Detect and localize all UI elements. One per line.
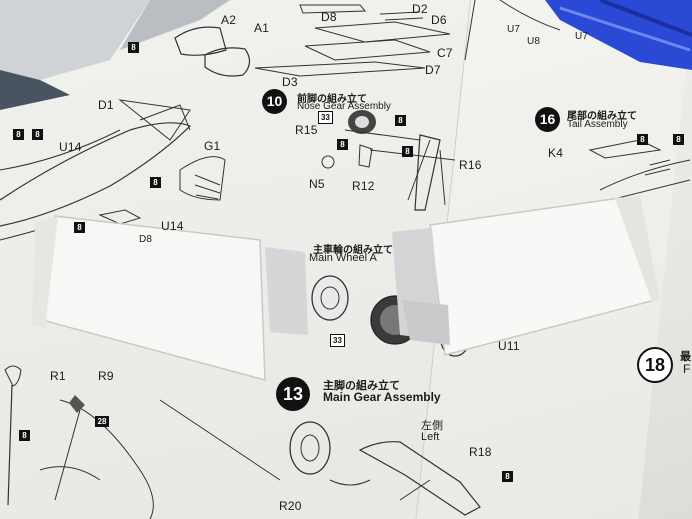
color-code-text: 33 [321, 113, 330, 122]
part-label: R15 [295, 123, 318, 137]
part-label: D8 [139, 234, 153, 245]
step-number-badge: 16 [535, 107, 560, 132]
part-label: C7 [437, 46, 453, 60]
color-code-text: 8 [153, 178, 158, 187]
color-code-box: 33 [330, 334, 345, 347]
step-title-jp: 主車輪の組み立て [313, 245, 393, 256]
step-title-jp: 尾部の組み立て [567, 111, 637, 122]
part-label: U14 [161, 219, 184, 233]
sprue-top-left [0, 0, 150, 80]
color-code-text: 8 [505, 472, 510, 481]
part-label: U14 [59, 140, 82, 154]
part-label: R20 [279, 499, 302, 513]
part-label: D8 [321, 10, 337, 24]
color-code-box: 8 [337, 139, 348, 150]
color-code-text: 8 [22, 431, 27, 440]
dark-shadow-top-left [0, 70, 70, 110]
color-code-text: 8 [640, 135, 645, 144]
step-title-jp: 最 [680, 351, 691, 363]
color-code-box: 8 [502, 471, 513, 482]
step-title-en: Nose Gear Assembly [297, 101, 391, 112]
color-code-box: 8 [74, 222, 85, 233]
fin-left-edge [32, 216, 58, 330]
part-label: R1 [50, 369, 66, 383]
side-label-jp: 左側 [421, 420, 443, 432]
part-label: A1 [254, 21, 270, 35]
part-label: D1 [98, 98, 114, 112]
fin-right [429, 197, 656, 356]
step-title-en: Main Gear Assembly [323, 390, 441, 404]
part-label: R16 [459, 158, 482, 172]
part-label: D6 [431, 13, 447, 27]
step-title-en: Tail Assembly [567, 119, 628, 130]
color-code-text: 8 [131, 43, 136, 52]
fin-right-tab-base [402, 300, 450, 345]
color-code-text: 8 [16, 130, 21, 139]
part-label: R9 [98, 369, 114, 383]
part-label: R12 [352, 179, 375, 193]
color-code-box: 8 [637, 134, 648, 145]
color-code-box: 8 [150, 177, 161, 188]
step-title-en: Main Wheel A [309, 252, 377, 264]
step-title-jp: 主脚の組み立て [323, 380, 400, 392]
step-title-jp: 前脚の組み立て [297, 94, 367, 105]
step-number-badge: 13 [276, 377, 310, 411]
color-code-text: 28 [97, 417, 107, 426]
part-label: D2 [412, 2, 428, 16]
part-label: U11 [498, 339, 520, 353]
color-code-text: 8 [398, 116, 403, 125]
part-label: U8 [527, 36, 541, 47]
color-code-box: 8 [128, 42, 139, 53]
part-label: R18 [469, 445, 492, 459]
part-label: K4 [548, 146, 564, 160]
color-code-box: 33 [318, 111, 333, 124]
fin-right-edge [615, 196, 660, 302]
color-code-box: 8 [402, 146, 413, 157]
fin-left-tab [265, 247, 308, 335]
color-code-text: 8 [405, 147, 410, 156]
part-label: N5 [309, 177, 325, 191]
part-label: G1 [204, 139, 221, 153]
part-label: U7 [507, 24, 521, 35]
color-code-text: 8 [340, 140, 345, 149]
color-code-box: 8 [19, 430, 30, 441]
side-label-en: Left [421, 431, 440, 443]
sprue-piece [120, 0, 230, 50]
color-code-box: 28 [95, 416, 109, 427]
color-code-box: 8 [395, 115, 406, 126]
color-code-text: 33 [333, 336, 342, 345]
step-title-en: F [683, 362, 691, 376]
color-code-text: 8 [77, 223, 82, 232]
color-code-box: 8 [673, 134, 684, 145]
part-label: D3 [282, 75, 298, 89]
color-code-text: 8 [35, 130, 40, 139]
color-code-box: 8 [13, 129, 24, 140]
part-label: D7 [425, 63, 441, 77]
fin-left [41, 215, 266, 381]
color-code-text: 8 [676, 135, 681, 144]
step-number-badge: 10 [262, 89, 287, 114]
step-number-badge: 18 [637, 347, 673, 383]
color-code-box: 8 [32, 129, 43, 140]
part-label: A2 [221, 13, 237, 27]
part-label: U7 [575, 31, 589, 42]
